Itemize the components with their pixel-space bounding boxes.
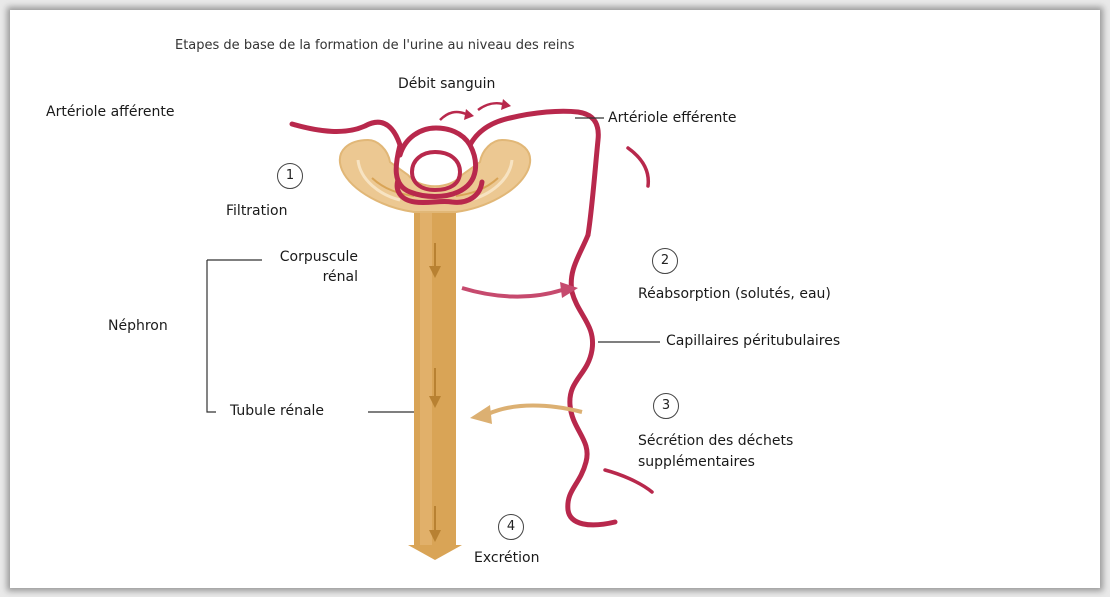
blood-flow-arrows (440, 99, 511, 120)
peritubular-capillaries (568, 235, 615, 525)
label-efferent-arteriole: Artériole efférente (608, 110, 737, 126)
label-renal-tubule: Tubule rénale (230, 403, 324, 419)
tubule-highlight (420, 205, 432, 545)
reabsorption-arrow (462, 282, 578, 298)
label-peritubular-capillaries: Capillaires péritubulaires (666, 333, 840, 349)
step-number-3: 3 (653, 393, 679, 419)
label-reabsorption: Réabsorption (solutés, eau) (638, 286, 831, 302)
glomerulus-inner (412, 152, 460, 190)
step-number-2: 2 (652, 248, 678, 274)
label-afferent-arteriole: Artériole afférente (46, 104, 174, 120)
afferent-arteriole (292, 122, 400, 145)
secretion-arrow (470, 405, 582, 424)
label-secretion-line1: Sécrétion des déchets (638, 433, 793, 449)
diagram-title: Etapes de base de la formation de l'urin… (175, 38, 575, 53)
step-number-4: 4 (498, 514, 524, 540)
label-nephron: Néphron (108, 318, 168, 334)
label-secretion-line2: supplémentaires (638, 454, 755, 470)
label-corpuscle-line2: rénal (255, 269, 358, 285)
label-corpuscle-line1: Corpuscule (255, 249, 358, 265)
label-excretion: Excrétion (474, 550, 539, 566)
tubule-outlet-arrowhead (408, 545, 462, 560)
step-number-1: 1 (277, 163, 303, 189)
capillary-offshoot-top (628, 148, 648, 186)
capillary-offshoot-bottom (605, 470, 652, 492)
label-blood-flow: Débit sanguin (398, 76, 495, 92)
label-filtration: Filtration (226, 203, 287, 219)
nephron-bracket (207, 260, 216, 412)
